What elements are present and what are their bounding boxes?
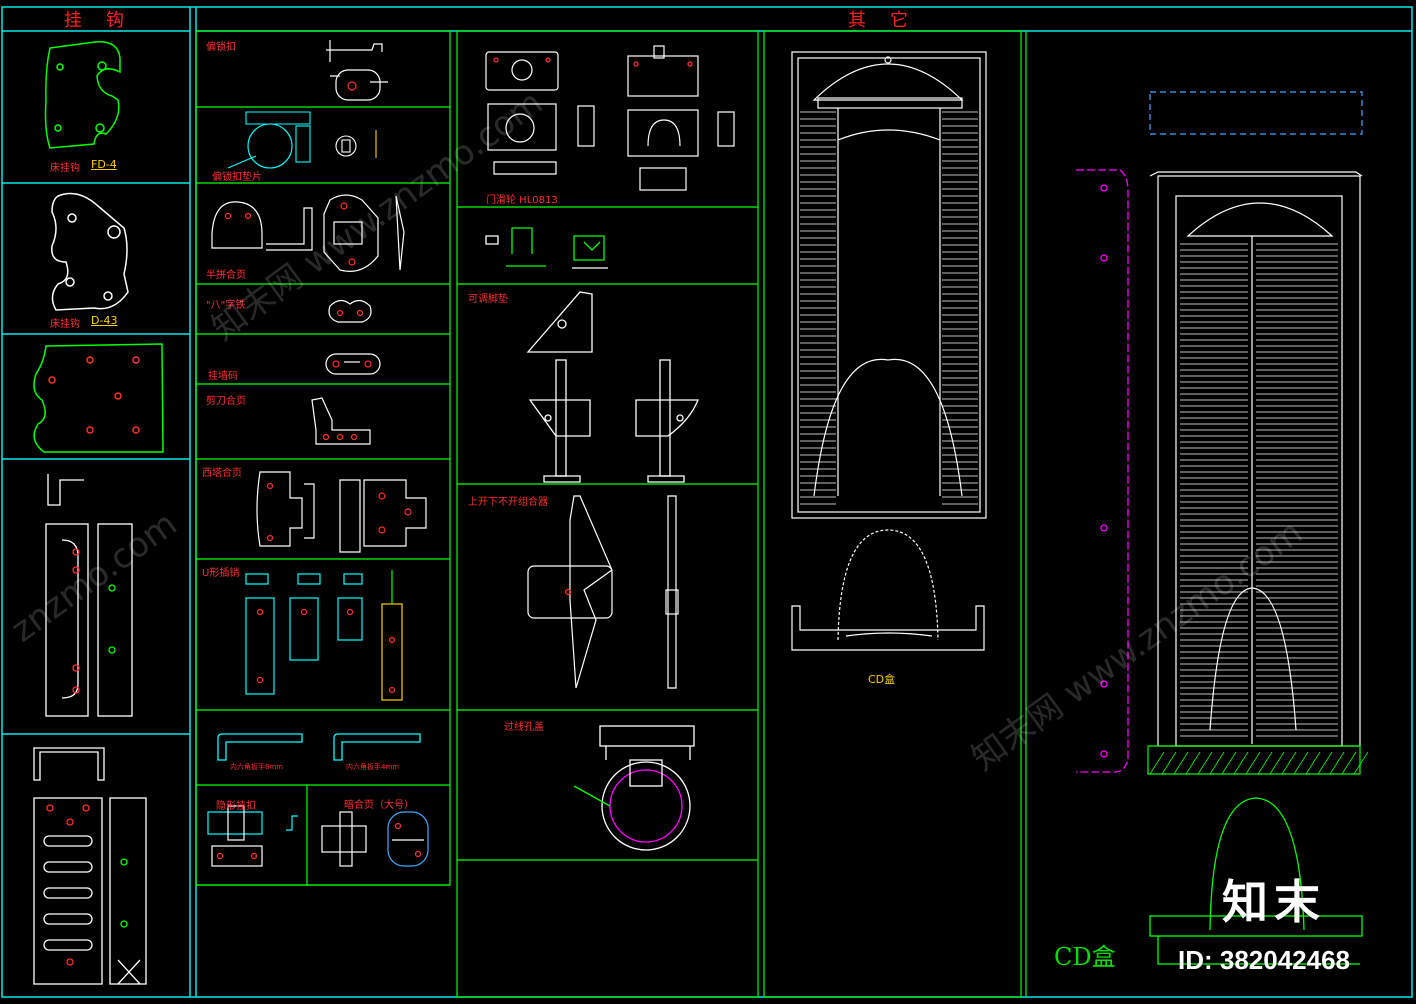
part-door-slide xyxy=(485,45,735,191)
slat-line xyxy=(1317,751,1333,775)
slat-line xyxy=(1257,751,1273,775)
hook-d43 xyxy=(51,192,129,311)
label-half-hinge: 半拼合页 xyxy=(206,270,246,281)
slat-line xyxy=(1269,751,1285,775)
label-lock-pad: 偏锁扣垫片 xyxy=(212,172,262,183)
brand-watermark: 知末 xyxy=(1222,875,1326,929)
label-fd4-code: FD-4 xyxy=(91,158,117,171)
slat-line xyxy=(1245,751,1261,775)
cd-rack-front xyxy=(791,51,987,519)
label-hex-key-2: 内六角扳手4mm xyxy=(346,763,400,771)
slat-line xyxy=(1221,751,1237,775)
slat-line xyxy=(1173,751,1189,775)
label-lock-buckle: 偏锁扣 xyxy=(206,42,236,53)
hook-fd4 xyxy=(44,41,121,149)
label-cd-box-small: CD盒 xyxy=(868,673,896,686)
slat-line xyxy=(1329,751,1345,775)
part-adjust-foot xyxy=(526,291,699,483)
label-cable-cover: 过线孔盖 xyxy=(504,722,544,733)
cd-rack-large xyxy=(1147,91,1363,775)
slat-line xyxy=(1149,751,1165,775)
slat-line xyxy=(1353,751,1369,775)
part-wall-code xyxy=(325,353,381,375)
label-adjust-foot: 可调脚垫 xyxy=(468,294,508,305)
part-scissor-hinge xyxy=(311,397,371,445)
label-d43-code: D-43 xyxy=(91,314,118,327)
part-profile-clips xyxy=(485,227,608,269)
label-corner-hinge: 西塔合页 xyxy=(202,468,242,479)
slat-line xyxy=(1293,751,1309,775)
others-header: 其它 xyxy=(848,10,932,31)
label-u-pin: U形插销 xyxy=(202,568,240,579)
slat-line xyxy=(1305,751,1321,775)
label-concealed-hinge: 暗合页（大号） xyxy=(344,800,414,811)
part-corner-hinge xyxy=(256,471,427,553)
part-hidden-buckle xyxy=(207,805,298,867)
part-hex-keys xyxy=(217,733,421,761)
part-eight-iron xyxy=(328,299,372,323)
part-lock-buckle xyxy=(326,40,388,101)
part-combiner xyxy=(527,495,679,689)
label-wall-code: 挂墙码 xyxy=(208,371,238,382)
cd-rack-side xyxy=(791,529,985,651)
slat-line xyxy=(1161,751,1177,775)
hook-plate xyxy=(33,343,164,453)
label-scissor-hinge: 剪刀合页 xyxy=(206,396,246,407)
hook-long-bracket xyxy=(45,474,133,717)
slat-line xyxy=(1281,751,1297,775)
panel-frames xyxy=(195,30,1027,998)
slat-line xyxy=(1209,751,1225,775)
hooks-header: 挂钩 xyxy=(64,10,148,31)
slat-line xyxy=(1341,751,1357,775)
part-u-pin xyxy=(245,570,403,701)
label-eight-iron: "八"字铁 xyxy=(206,300,246,311)
label-door-slide: 门滑轮 HL0813 xyxy=(486,195,558,206)
hook-rail xyxy=(33,747,147,985)
label-fd4-name: 床挂钩 xyxy=(50,163,80,174)
cd-rack-large-bar xyxy=(1076,169,1129,773)
part-half-hinge xyxy=(211,194,405,272)
label-hidden-buckle: 隐形挂扣 xyxy=(216,801,256,812)
cd-rack-large-side xyxy=(1149,797,1363,965)
slat-line xyxy=(1185,751,1201,775)
label-combiner: 上开下不开组合器 xyxy=(468,497,548,508)
cd-rack-slats xyxy=(800,111,978,505)
slat-line xyxy=(1233,751,1249,775)
part-concealed-hinge xyxy=(321,811,429,867)
label-hex-key-1: 内六角扳手8mm xyxy=(230,763,284,771)
id-watermark: ID: 382042468 xyxy=(1178,945,1351,975)
slat-line xyxy=(1197,751,1213,775)
part-lock-pad xyxy=(227,111,377,169)
label-cd-box-large: CD盒 xyxy=(1054,943,1116,971)
cd-rack-large-slats xyxy=(1180,243,1338,737)
cd-rack-large-hatch xyxy=(1149,751,1369,775)
label-d43-name: 床挂钩 xyxy=(50,319,80,330)
part-cable-cover xyxy=(573,725,695,851)
